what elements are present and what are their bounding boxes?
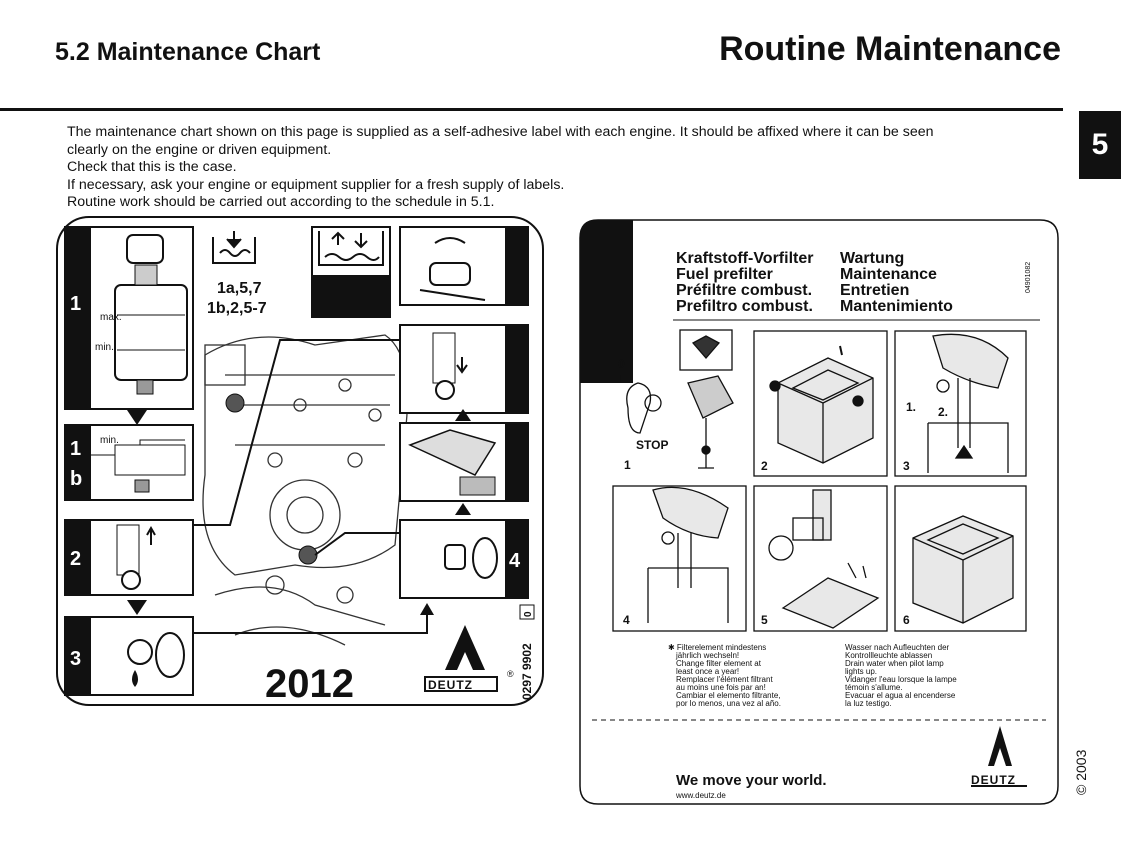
drain-valve-panel (400, 325, 528, 413)
header-rule (0, 108, 1063, 111)
switch-mark-off: 0 (618, 357, 625, 371)
website: www.deutz.de (675, 791, 726, 800)
intro-line: The maintenance chart shown on this page… (67, 124, 1067, 142)
page-title: Routine Maintenance (719, 30, 1061, 69)
gauge-min: min. (100, 435, 119, 446)
step-label: 1 (70, 438, 81, 460)
panel-number: 5 (761, 613, 768, 627)
maint-de: Wartung (840, 250, 904, 267)
fuel-prefilter-label: Kraftstoff-Vorfilter Fuel prefilter Préf… (578, 218, 1060, 806)
step-marker: 2. (938, 405, 948, 419)
title-en: Fuel prefilter (676, 266, 773, 283)
intro-line: clearly on the engine or driven equipmen… (67, 142, 1067, 160)
gauge-min: min. (95, 342, 114, 353)
service-code: 1a,5,7 (217, 280, 262, 297)
maint-es: Mantenimiento (840, 298, 953, 315)
chapter-tab: 5 (1079, 111, 1121, 179)
panel-number: 4 (623, 613, 630, 627)
panel-number: 2 (761, 459, 768, 473)
coolant-change-panel (312, 227, 390, 317)
panel-number: 3 (903, 459, 910, 473)
engine-maintenance-label: 1 max. min. 1 b min. 2 3 1a,5,7 1b,2,5-7 (55, 215, 545, 707)
intro-text: The maintenance chart shown on this page… (67, 124, 1067, 212)
step-label: b (70, 468, 82, 490)
step-label: 4 (509, 550, 521, 572)
gauge-max: max. (100, 312, 122, 323)
part-number: 0297 9902 (520, 643, 534, 700)
intro-line: Check that this is the case. (67, 159, 1067, 177)
title-es: Prefiltro combust. (676, 298, 813, 315)
title-fr: Préfiltre combust. (676, 282, 812, 299)
title-de: Kraftstoff-Vorfilter (676, 250, 813, 267)
section-title: 5.2 Maintenance Chart (55, 38, 320, 67)
step-marker: 1. (906, 400, 916, 414)
note-line: la luz testigo. (845, 699, 892, 708)
step-1-panel (65, 227, 193, 409)
registered-mark: ® (507, 669, 514, 679)
step-label: 3 (70, 648, 81, 670)
maint-fr: Entretien (840, 282, 909, 299)
step-1b-panel (65, 425, 193, 500)
checkbox-mark: 0 (523, 611, 534, 617)
stop-label: STOP (636, 438, 668, 452)
intro-line: Routine work should be carried out accor… (67, 194, 1067, 212)
slogan: We move your world. (676, 772, 827, 789)
maint-en: Maintenance (840, 266, 937, 283)
intro-line: If necessary, ask your engine or equipme… (67, 177, 1067, 195)
side-code: 04901082 (1025, 262, 1032, 293)
switch-mark-on: I (620, 372, 623, 386)
panel-number: 6 (903, 613, 910, 627)
model-number: 2012 (265, 662, 354, 706)
step-label: 2 (70, 548, 81, 570)
oil-cap-panel (400, 227, 528, 305)
note-line: por lo menos, una vez al año. (676, 699, 781, 708)
service-code: 1b,2,5-7 (207, 300, 267, 317)
brand-text: DEUTZ (428, 678, 473, 692)
brand-text: DEUTZ (971, 773, 1016, 787)
step-2-panel (65, 520, 193, 595)
step-3-panel (65, 617, 193, 695)
panel-number: 1 (624, 458, 631, 472)
oil-filter-panel (400, 423, 528, 501)
copyright: © 2003 (1073, 750, 1089, 795)
step-label: 1 (70, 293, 81, 315)
